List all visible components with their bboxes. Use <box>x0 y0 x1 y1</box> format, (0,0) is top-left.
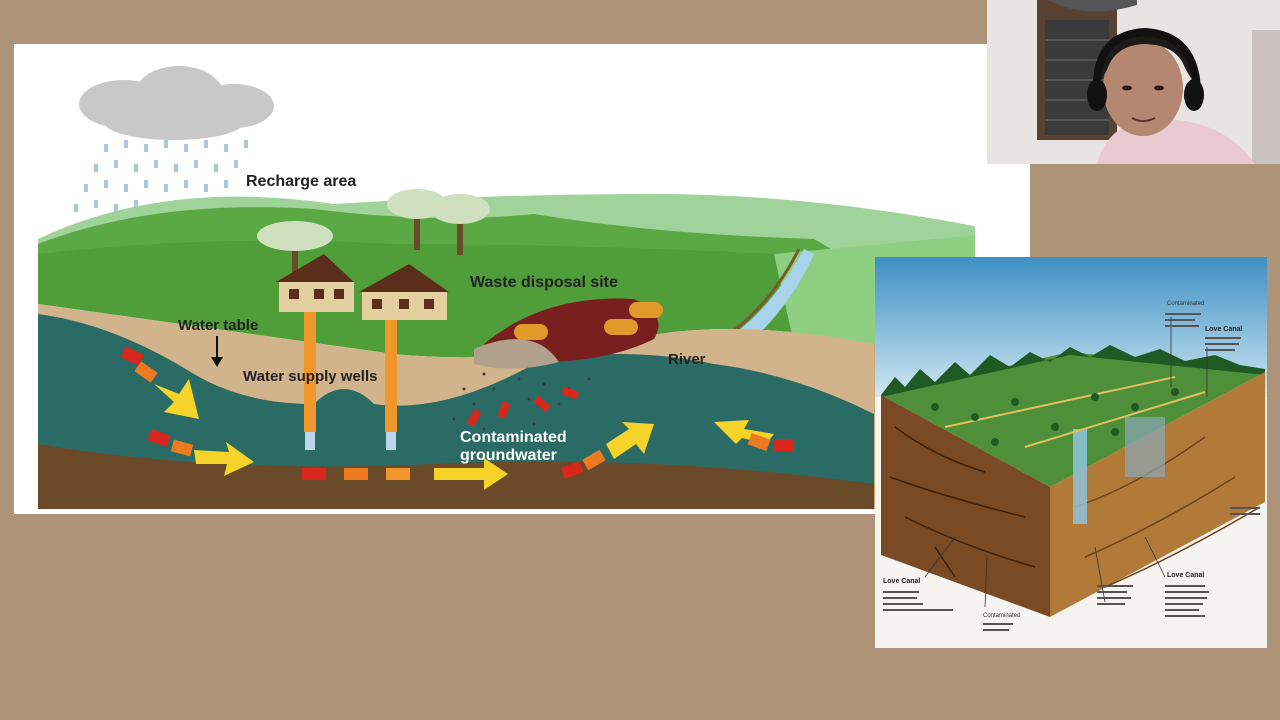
water-supply-wells <box>304 312 397 450</box>
svg-text:Contaminated: Contaminated <box>1167 301 1204 307</box>
illustration-label-love-canal-1: Love Canal <box>883 578 920 585</box>
flow-arrows <box>120 346 794 490</box>
house-left <box>276 254 354 312</box>
groundwater-diagram-svg: Recharge area Waste disposal site Water … <box>38 66 989 509</box>
rain <box>74 140 248 212</box>
webcam-svg <box>987 0 1280 164</box>
soil-cross-section-illustration: Contaminated Love Canal Love Canal Love … <box>875 257 1267 648</box>
slide-edge <box>975 164 1030 258</box>
groundwater-diagram: Recharge area Waste disposal site Water … <box>14 44 989 514</box>
svg-text:groundwater: groundwater <box>460 447 557 464</box>
webcam-feed <box>987 0 1280 164</box>
label-water-supply-wells: Water supply wells <box>243 368 377 385</box>
waste-disposal-mound <box>474 298 663 369</box>
trees <box>257 189 490 274</box>
label-contaminated: Contaminated <box>460 429 567 446</box>
house-right <box>359 264 449 320</box>
label-river: River <box>668 351 706 368</box>
svg-text:Love Canal: Love Canal <box>1205 326 1242 333</box>
rain-cloud <box>79 66 274 140</box>
label-recharge-area: Recharge area <box>246 173 356 190</box>
label-water-table: Water table <box>178 317 258 334</box>
water-table-arrow <box>211 336 223 367</box>
illustration-label-contaminated: Contaminated <box>983 613 1020 619</box>
illustration-svg: Contaminated Love Canal Love Canal Love … <box>875 257 1267 648</box>
label-waste-disposal-site: Waste disposal site <box>470 274 618 291</box>
ground-surface <box>38 240 874 358</box>
illustration-label-love-canal-2: Love Canal <box>1167 572 1204 579</box>
aquifer <box>38 314 874 504</box>
